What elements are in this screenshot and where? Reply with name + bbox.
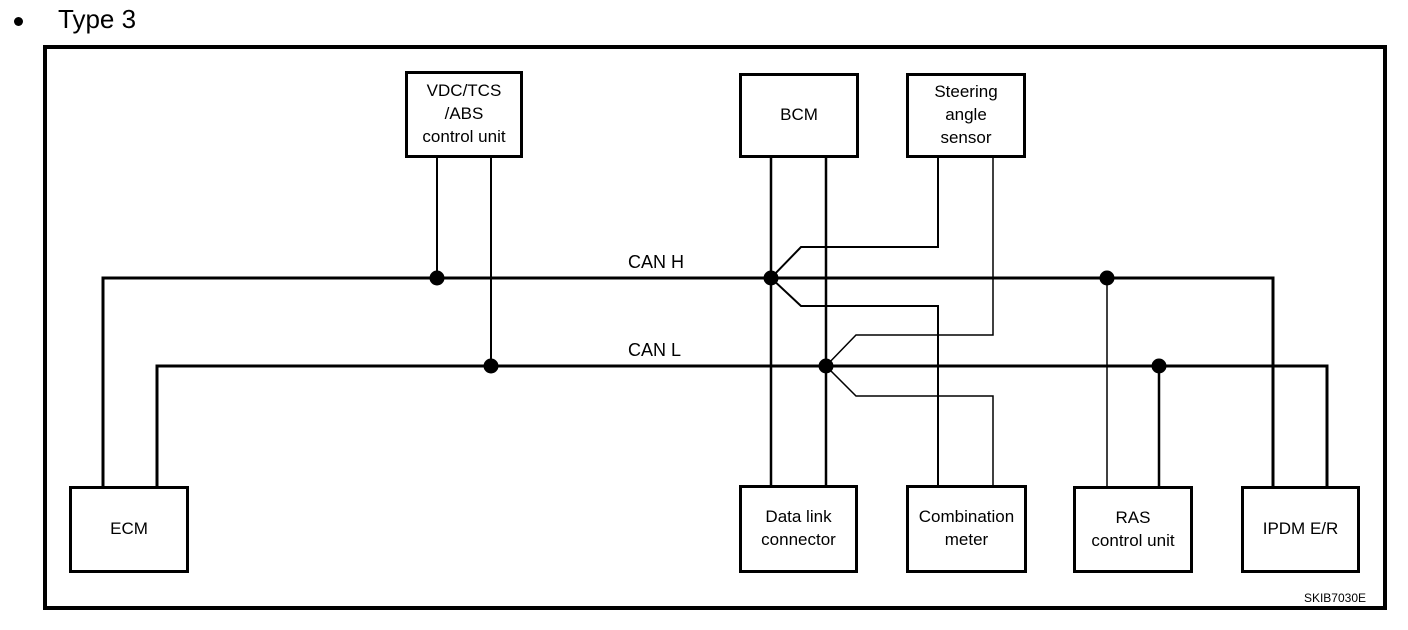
wire-steering-to-can-l	[824, 157, 994, 368]
node-ipdm-er: IPDM E/R	[1241, 486, 1360, 573]
wire-combination-to-can-l	[824, 364, 994, 488]
junction-dot-vdc-can-l	[483, 358, 499, 374]
figure-code: SKIB7030E	[1303, 591, 1366, 605]
junction-dot-bcm-can-l	[818, 358, 834, 374]
wire-steering-to-can-h	[769, 157, 939, 280]
junction-dot-bcm-can-h	[763, 270, 779, 286]
node-steering-angle-sensor: Steering angle sensor	[906, 73, 1026, 158]
can-l-bus-line	[155, 364, 1329, 490]
can-l-label: CAN L	[625, 341, 685, 359]
node-ecm: ECM	[69, 486, 189, 573]
junction-dot-vdc-can-h	[429, 270, 445, 286]
figure-title: Type 3	[58, 4, 137, 34]
node-vdc-tcs-abs-control-unit: VDC/TCS /ABS control unit	[405, 71, 523, 158]
node-bcm: BCM	[739, 73, 859, 158]
junction-dot-ras-can-l	[1151, 358, 1167, 374]
bullet-icon	[14, 17, 23, 26]
node-combination-meter: Combination meter	[906, 485, 1027, 573]
junction-dot-ras-can-h	[1099, 270, 1115, 286]
wire-combination-to-can-h	[769, 276, 939, 488]
can-h-bus-line	[101, 276, 1275, 490]
node-ras-control-unit: RAS control unit	[1073, 486, 1193, 573]
node-data-link-connector: Data link connector	[739, 485, 858, 573]
can-h-label: CAN H	[625, 253, 688, 271]
